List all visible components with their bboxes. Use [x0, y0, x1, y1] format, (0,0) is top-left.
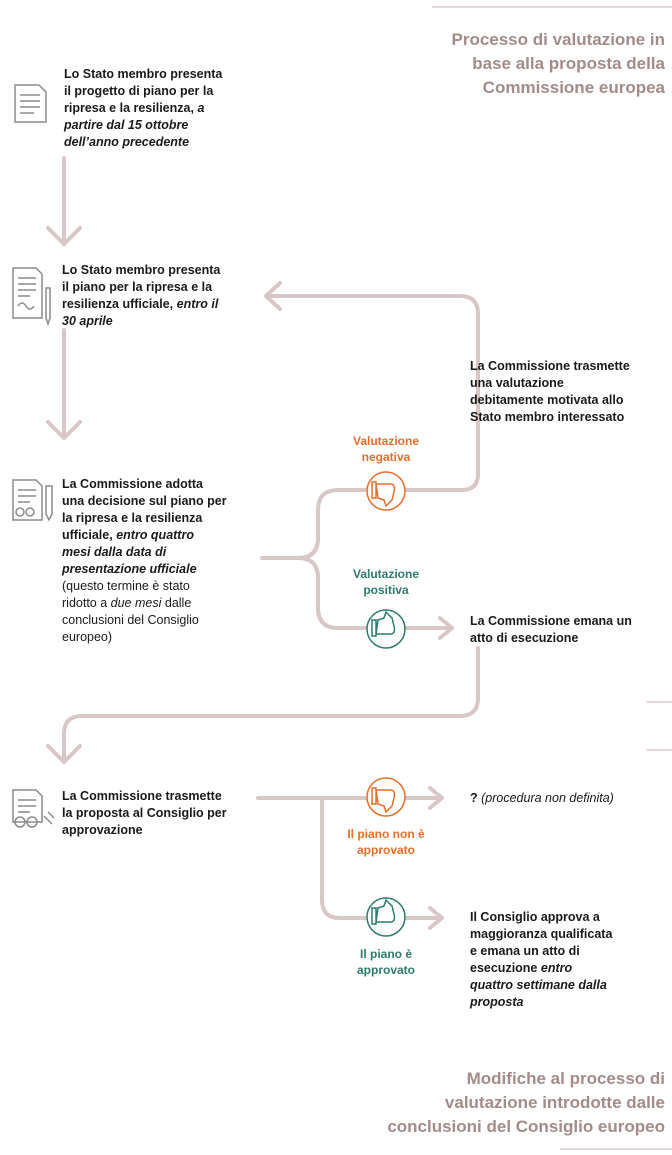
- arrowhead-approved: [428, 906, 444, 930]
- approved-result-text: Il Consiglio approva a maggioranza quali…: [470, 910, 613, 1009]
- thumbs-down-icon: [366, 777, 406, 817]
- negative-evaluation-label: Valutazione negativa: [352, 434, 420, 464]
- heading-top: Processo di valutazione in base alla pro…: [451, 30, 665, 97]
- thumbs-down-icon: [366, 471, 406, 511]
- step3-text: La Commissione adotta una decisione sul …: [62, 477, 227, 644]
- thumbs-up-icon: [366, 609, 406, 649]
- document-pen-icon: [12, 267, 51, 327]
- arrowhead-step2-step3: [46, 420, 82, 440]
- negative-result-text: La Commissione trasmette una valutazione…: [470, 359, 630, 424]
- arrowhead-to-step2: [264, 281, 282, 311]
- right-rule-lower: [646, 749, 672, 751]
- step1-text: Lo Stato membro presenta il progetto di …: [64, 67, 223, 149]
- plan-approved-label: Il piano è approvato: [356, 947, 415, 977]
- arrowhead-to-positive: [438, 616, 454, 640]
- branch-step3: [260, 294, 480, 560]
- arrow-positive-step4: [62, 646, 480, 764]
- bottom-rule: [560, 1148, 672, 1150]
- not-approved-result-text: ? (procedura non definita): [470, 791, 614, 805]
- positive-result-text: La Commissione emana un atto di esecuzio…: [470, 614, 632, 645]
- step2-text: Lo Stato membro presenta il piano per la…: [62, 263, 221, 328]
- heading-bottom: Modifiche al processo di valutazione int…: [387, 1069, 665, 1136]
- arrowhead-positive-step4: [46, 744, 82, 764]
- branch-step3-positive: [296, 556, 454, 630]
- document-signature-icon: [12, 479, 53, 522]
- step4-text: La Commissione trasmette la proposta al …: [62, 789, 227, 837]
- positive-evaluation-label: Valutazione positiva: [352, 567, 420, 597]
- top-rule: [432, 6, 672, 8]
- document-seals-icon: [12, 789, 55, 828]
- arrowhead-not-approved: [428, 786, 444, 810]
- plan-not-approved-label: Il piano non è approvato: [347, 827, 425, 857]
- arrowhead-step1-step2: [46, 226, 82, 246]
- branch-step4-approved: [320, 796, 444, 920]
- thumbs-up-icon: [366, 897, 406, 937]
- right-rule-upper: [646, 701, 672, 703]
- document-icon: [14, 84, 47, 123]
